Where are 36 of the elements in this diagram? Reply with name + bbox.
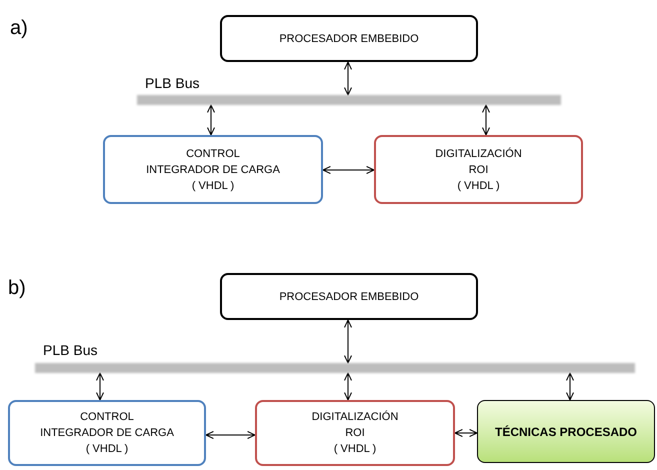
box-text: INTEGRADOR DE CARGA	[40, 426, 174, 441]
double-arrow	[206, 431, 256, 439]
process-box	[8, 400, 206, 466]
bus-label: PLB Bus	[145, 76, 200, 90]
process-box	[477, 400, 655, 463]
process-box	[103, 135, 323, 204]
box-text: DIGITALIZACIÓN	[312, 410, 398, 425]
process-box	[255, 400, 455, 466]
box-text: CONTROL	[80, 410, 134, 425]
double-arrow	[454, 429, 478, 437]
panel-label: b)	[8, 278, 26, 298]
box-text: PROCESADOR EMBEBIDO	[279, 290, 419, 304]
box-text: ( VHDL )	[192, 178, 234, 194]
double-arrow	[344, 62, 352, 96]
double-arrow	[566, 372, 574, 400]
double-arrow	[344, 320, 352, 364]
box-text: CONTROL	[186, 146, 240, 162]
box-text: ( VHDL )	[86, 442, 128, 457]
box-text: PROCESADOR EMBEBIDO	[279, 32, 419, 46]
box-text: ( VHDL )	[334, 442, 376, 457]
box-text: DIGITALIZACIÓN	[435, 146, 522, 162]
double-arrow	[344, 372, 352, 400]
double-arrow	[482, 104, 490, 136]
double-arrow	[96, 372, 104, 400]
process-box	[220, 273, 478, 320]
box-text: INTEGRADOR DE CARGA	[146, 162, 280, 178]
double-arrow	[207, 104, 215, 136]
process-box	[374, 135, 583, 204]
box-text: TÉCNICAS PROCESADO	[494, 424, 637, 440]
panel-label: a)	[10, 18, 28, 38]
process-box	[220, 15, 478, 62]
bus-label: PLB Bus	[43, 343, 98, 357]
box-text: ROI	[468, 162, 488, 178]
box-text: ( VHDL )	[457, 178, 500, 194]
box-text: ROI	[345, 426, 365, 441]
double-arrow	[322, 166, 374, 174]
